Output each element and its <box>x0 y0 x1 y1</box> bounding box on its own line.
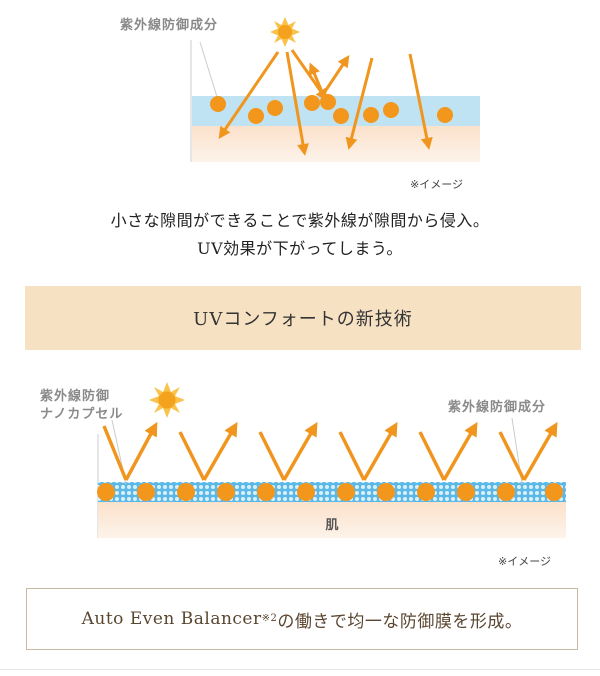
uv-arrow <box>290 49 328 101</box>
reflect-arrow <box>102 421 158 481</box>
uv-dot <box>267 100 283 116</box>
uv-dot <box>177 483 195 501</box>
uv-dot <box>457 483 475 501</box>
uv-arrow <box>285 51 309 156</box>
banner-title: UVコンフォートの新技術 <box>193 309 413 330</box>
uv-dot <box>377 483 395 501</box>
description-line-2: UV効果が下がってしまう。 <box>197 239 403 258</box>
uv-dot <box>437 107 453 123</box>
bottom-skin-layer <box>98 502 566 538</box>
uv-dot <box>320 94 336 110</box>
uv-dot <box>333 108 349 124</box>
uv-dot <box>545 483 563 501</box>
uv-dot <box>297 483 315 501</box>
top-skin-layer <box>192 126 480 162</box>
uv-comfort-banner: UVコンフォートの新技術 <box>25 286 581 350</box>
bottom-diagram <box>97 382 566 538</box>
reflect-arrow <box>498 421 558 481</box>
nanocapsule-label-line-2: ナノカプセル <box>40 407 124 422</box>
uv-dot <box>217 483 235 501</box>
uv-dot <box>137 483 155 501</box>
uv-dot <box>304 95 320 111</box>
uv-dot <box>257 483 275 501</box>
bottom-uv-protection-label: 紫外線防御成分 <box>448 400 547 415</box>
top-image-note: ※イメージ <box>410 178 463 191</box>
uv-arrow <box>345 57 374 150</box>
top-protection-dots <box>210 94 453 124</box>
reflect-arrow <box>258 421 318 481</box>
top-sun-icon <box>270 17 300 47</box>
uv-dot <box>497 483 515 501</box>
nanocapsule-layer <box>98 482 566 502</box>
bottom-image-note: ※イメージ <box>498 555 551 568</box>
footer-text-before: Auto Even Balancer <box>81 609 262 629</box>
uv-dot <box>210 96 226 112</box>
uv-arrow <box>320 55 350 97</box>
uv-dot <box>383 102 399 118</box>
bottom-reflect-arrows <box>102 421 558 481</box>
bottom-divider <box>0 669 600 670</box>
reflect-arrow <box>418 421 478 481</box>
description-line-1: 小さな隙間ができることで紫外線が隙間から侵入。 <box>110 211 490 230</box>
uv-dot <box>337 483 355 501</box>
reflect-arrow <box>178 421 238 481</box>
top-uv-protection-label: 紫外線防御成分 <box>120 18 219 33</box>
uv-arrow <box>218 51 280 139</box>
bottom-sun-icon <box>149 382 185 418</box>
footer-text-after: の働きで均一な防御膜を形成。 <box>277 611 523 632</box>
top-diagram <box>190 17 480 162</box>
nanocapsule-label-line-1: 紫外線防御 <box>40 389 111 404</box>
uv-dot <box>97 483 115 501</box>
reflect-arrow <box>338 421 398 481</box>
skin-label: 肌 <box>325 518 339 533</box>
uv-dot <box>248 108 264 124</box>
top-label-pointer <box>199 41 219 101</box>
uv-arrow <box>408 53 433 150</box>
uv-dot <box>417 483 435 501</box>
uv-dot <box>363 107 379 123</box>
bottom-protection-dots <box>97 483 563 501</box>
